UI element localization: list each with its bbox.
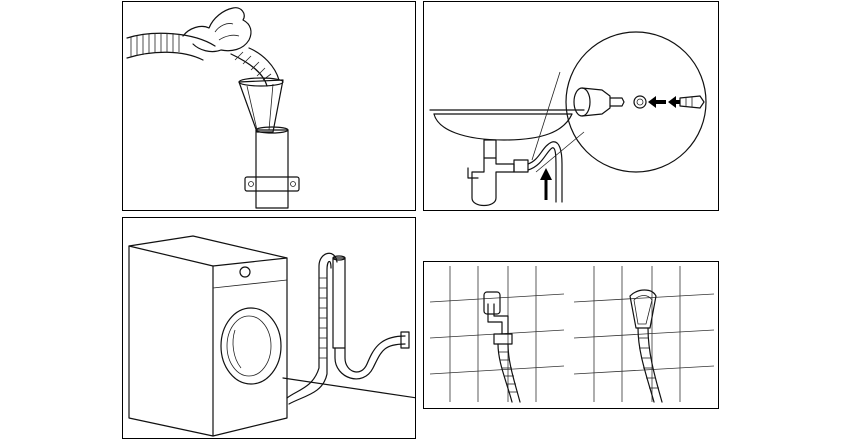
panel-hose-to-sink-trap [423,1,719,211]
tiled-wall-icon [429,266,715,402]
panel-hose-into-standpipe [122,1,416,211]
siphon-trap-icon [467,139,529,207]
left-arrow-icon [648,96,680,108]
pipe-clamp-icon [244,176,300,192]
drain-hose-icon [126,32,280,87]
detail-magnifier-icon [565,31,707,173]
hose-guide-icon [238,77,284,133]
washing-machine-icon [128,235,288,437]
up-arrow-icon [540,168,552,200]
wall-outlets-illustration [429,266,715,403]
drain-hose-icon [497,343,521,403]
drain-pipe-icon [334,331,410,380]
wall-outlet-icon [483,291,513,345]
drain-hose-icon [637,327,663,403]
sink-trap-illustration [429,31,707,207]
washing-machine-illustration [128,235,415,437]
panel-hose-wall-outlets [423,261,719,409]
standpipe-icon [255,126,289,209]
standpipe-illustration [126,7,300,209]
hose-guide-icon [629,289,657,329]
hand-icon [182,7,252,53]
drain-hose-icon [527,141,563,203]
drain-hose-icon [286,252,338,405]
porthole-door-icon [220,307,282,385]
panel-hose-over-edge [122,217,416,439]
sink-basin-icon [429,109,585,141]
hose-guide-icon [332,255,346,349]
